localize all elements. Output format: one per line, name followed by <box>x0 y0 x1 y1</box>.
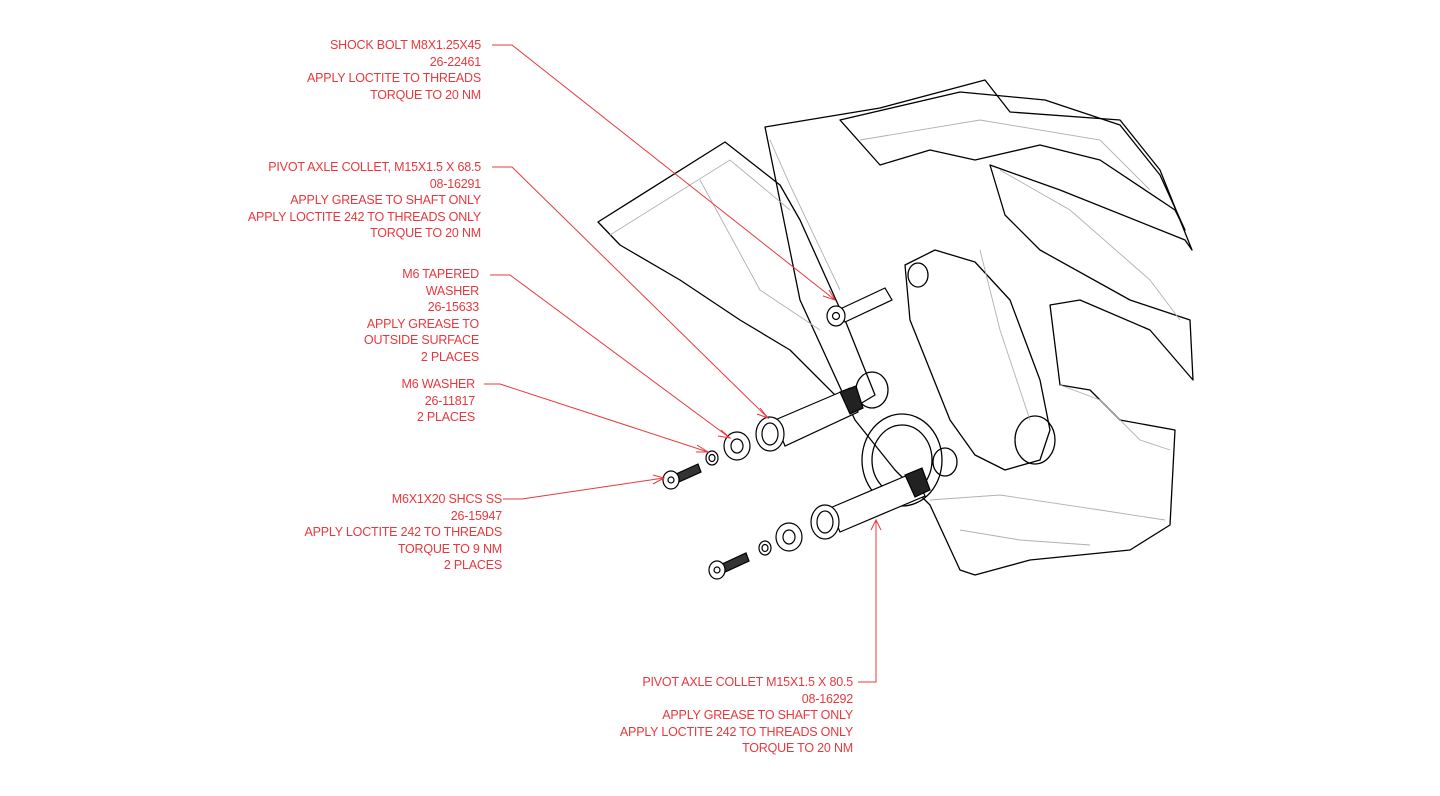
rocker-outline <box>839 91 1186 231</box>
callout-line: M6X1X20 SHCS SS <box>391 492 502 506</box>
callout-line: OUTSIDE SURFACE <box>363 333 479 347</box>
callout-line: APPLY GREASE TO SHAFT ONLY <box>290 193 481 207</box>
callout-line: 26-15633 <box>427 300 479 314</box>
leader-shock-bolt <box>492 44 836 301</box>
tapered-washer-lower-part <box>775 522 803 552</box>
leader-shcs <box>503 477 665 500</box>
callout-line: 26-11817 <box>424 393 476 408</box>
callout-line: APPLY LOCTITE 242 TO THREADS ONLY <box>619 724 853 739</box>
callout-line: APPLY LOCTITE 242 TO THREADS <box>304 525 503 539</box>
callout-line: APPLY LOCTITE 242 TO THREADS ONLY <box>247 209 481 224</box>
callout-line: 08-16291 <box>429 176 481 191</box>
callout-line: 2 PLACES <box>420 349 479 364</box>
shcs-upper-part <box>662 463 702 490</box>
axle-collet-upper-part <box>755 385 864 452</box>
lower-link-pivot <box>932 447 958 477</box>
callout-line: PIVOT AXLE COLLET M15X1.5 X 80.5 <box>642 675 853 689</box>
leader-tapered-washer <box>490 274 731 439</box>
callout-line: 26-15947 <box>450 508 502 523</box>
leader-washer <box>484 383 709 453</box>
link-pivot <box>907 262 929 288</box>
callout-line: TORQUE TO 20 NM <box>370 87 481 102</box>
callout-axle-collet-68: PIVOT AXLE COLLET, M15X1.5 X 68.5 08-162… <box>248 159 481 242</box>
callout-line: PIVOT AXLE COLLET, M15X1.5 X 68.5 <box>268 160 481 174</box>
callout-line: 26-22461 <box>429 54 481 69</box>
axle-collet-lower-part <box>810 467 931 540</box>
callout-axle-collet-80: PIVOT AXLE COLLET M15X1.5 X 80.5 08-1629… <box>620 674 853 757</box>
callout-line: TORQUE TO 9 NM <box>397 541 502 556</box>
frame-outline <box>764 79 1194 576</box>
callout-line: APPLY GREASE TO SHAFT ONLY <box>662 708 853 722</box>
callout-washer: M6 WASHER 26-11817 2 PLACES <box>401 376 476 426</box>
tapered-washer-upper-part <box>723 431 751 461</box>
leader-axle-collet-80 <box>858 520 877 683</box>
leader-axle-collet-68 <box>492 166 769 419</box>
shcs-lower-part <box>708 552 750 580</box>
callout-line: 2 PLACES <box>443 558 502 572</box>
callout-line: M6 WASHER <box>401 377 476 391</box>
washer-upper-part <box>705 450 719 466</box>
callout-line: 2 PLACES <box>416 410 475 424</box>
callout-shock-bolt: SHOCK BOLT M8X1.25X45 26-22461 APPLY LOC… <box>307 37 481 103</box>
callout-line: TORQUE TO 20 NM <box>742 741 853 755</box>
callout-line: WASHER <box>425 283 479 298</box>
callout-line: SHOCK BOLT M8X1.25X45 <box>330 38 481 52</box>
callout-line: 08-16292 <box>801 691 853 706</box>
shock-bolt-part <box>826 287 893 327</box>
callout-line: M6 TAPERED <box>402 267 479 281</box>
washer-lower-part <box>758 540 772 556</box>
callout-line: APPLY LOCTITE TO THREADS <box>307 71 481 85</box>
callout-tapered-washer: M6 TAPERED WASHER 26-15633 APPLY GREASE … <box>364 266 479 365</box>
link-plate-outline <box>904 249 1051 471</box>
callout-line: TORQUE TO 20 NM <box>370 226 481 240</box>
callout-shcs: M6X1X20 SHCS SS 26-15947 APPLY LOCTITE 2… <box>305 491 503 574</box>
callout-line: APPLY GREASE TO <box>366 316 479 331</box>
